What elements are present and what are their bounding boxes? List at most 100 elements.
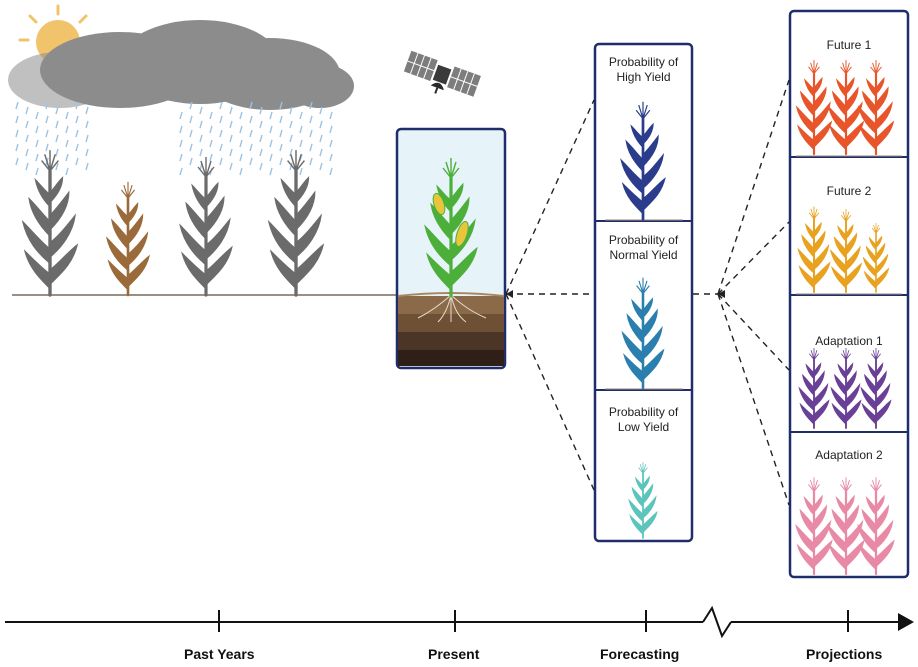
raindrop xyxy=(319,120,323,129)
raindrop xyxy=(209,111,213,120)
past-plants xyxy=(21,148,325,297)
raindrop xyxy=(319,162,323,171)
raindrop xyxy=(329,139,333,148)
raindrop xyxy=(259,120,263,129)
raindrop xyxy=(45,115,49,124)
raindrop xyxy=(259,134,263,143)
raindrop xyxy=(209,125,213,134)
forecast-label-low: Probability of Low Yield xyxy=(596,405,691,435)
raindrop xyxy=(85,106,89,115)
raindrop xyxy=(219,129,223,138)
raindrop xyxy=(25,106,29,115)
raindrop xyxy=(55,162,59,171)
past-plant xyxy=(267,148,325,297)
forecast-label-high-line1: Probability of xyxy=(608,55,679,69)
raindrop xyxy=(249,115,253,124)
projection-column xyxy=(788,9,910,579)
raindrop xyxy=(239,153,243,162)
raindrop xyxy=(219,101,223,110)
raindrop xyxy=(189,157,193,166)
raindrop xyxy=(299,139,303,148)
raindrop xyxy=(85,148,89,157)
rain-icon xyxy=(15,101,333,176)
raindrop xyxy=(319,134,323,143)
raindrop xyxy=(65,111,69,120)
raindrop xyxy=(65,167,69,176)
raindrop xyxy=(179,111,183,120)
timeline-label-forecasting: Forecasting xyxy=(600,646,680,662)
raindrop xyxy=(199,106,203,115)
raindrop xyxy=(179,125,183,134)
raindrop xyxy=(309,157,313,166)
raindrop xyxy=(289,134,293,143)
raindrop xyxy=(249,157,253,166)
raindrop xyxy=(219,115,223,124)
raindrop xyxy=(249,129,253,138)
raindrop xyxy=(199,148,203,157)
timeline-label-projections: Projections xyxy=(806,646,883,662)
raindrop xyxy=(25,162,29,171)
raindrop xyxy=(15,101,19,110)
raindrop xyxy=(289,106,293,115)
forecast-label-high: Probability of High Yield xyxy=(596,55,691,85)
raindrop xyxy=(85,162,89,171)
raindrop xyxy=(85,120,89,129)
raindrop xyxy=(279,115,283,124)
raindrop xyxy=(309,115,313,124)
raindrop xyxy=(289,162,293,171)
present-plant xyxy=(423,156,479,298)
raindrop xyxy=(209,139,213,148)
raindrop xyxy=(309,101,313,110)
raindrop xyxy=(279,101,283,110)
raindrop xyxy=(249,143,253,152)
raindrop xyxy=(299,167,303,176)
raindrop xyxy=(249,101,253,110)
raindrop xyxy=(35,139,39,148)
raindrop xyxy=(55,134,59,143)
timeline-arrowhead xyxy=(898,613,914,631)
raindrop xyxy=(329,153,333,162)
present-panel xyxy=(395,127,507,370)
raindrop xyxy=(289,120,293,129)
raindrop xyxy=(259,162,263,171)
raindrop xyxy=(45,143,49,152)
dry-plant xyxy=(105,180,151,297)
raindrop xyxy=(239,125,243,134)
past-plant xyxy=(178,155,234,297)
raindrop xyxy=(259,148,263,157)
raindrop xyxy=(55,106,59,115)
raindrop xyxy=(35,153,39,162)
raindrop xyxy=(15,157,19,166)
raindrop xyxy=(229,120,233,129)
cloud-icon xyxy=(8,20,354,110)
forecast-label-normal-line1: Probability of xyxy=(608,233,679,247)
raindrop xyxy=(199,120,203,129)
raindrop xyxy=(75,157,79,166)
raindrop xyxy=(329,167,333,176)
raindrop xyxy=(35,125,39,134)
raindrop xyxy=(75,143,79,152)
raindrop xyxy=(189,143,193,152)
satellite-icon xyxy=(403,50,481,97)
raindrop xyxy=(179,153,183,162)
raindrop xyxy=(319,106,323,115)
raindrop xyxy=(15,143,19,152)
raindrop xyxy=(269,153,273,162)
raindrop xyxy=(35,111,39,120)
projection-label-future-1: Future 1 xyxy=(826,38,872,52)
raindrop xyxy=(45,129,49,138)
raindrop xyxy=(279,129,283,138)
raindrop xyxy=(219,157,223,166)
raindrop xyxy=(329,125,333,134)
timeline-label-past: Past Years xyxy=(184,646,255,662)
connector-arrow xyxy=(506,290,513,298)
forecast-label-low-line1: Probability of xyxy=(608,405,679,419)
raindrop xyxy=(35,167,39,176)
projection-label-future-2: Future 2 xyxy=(826,184,872,198)
raindrop xyxy=(209,153,213,162)
raindrop xyxy=(329,111,333,120)
projection-label-adaptation-2: Adaptation 2 xyxy=(815,448,883,462)
timeline-label-present: Present xyxy=(428,646,480,662)
raindrop xyxy=(239,111,243,120)
